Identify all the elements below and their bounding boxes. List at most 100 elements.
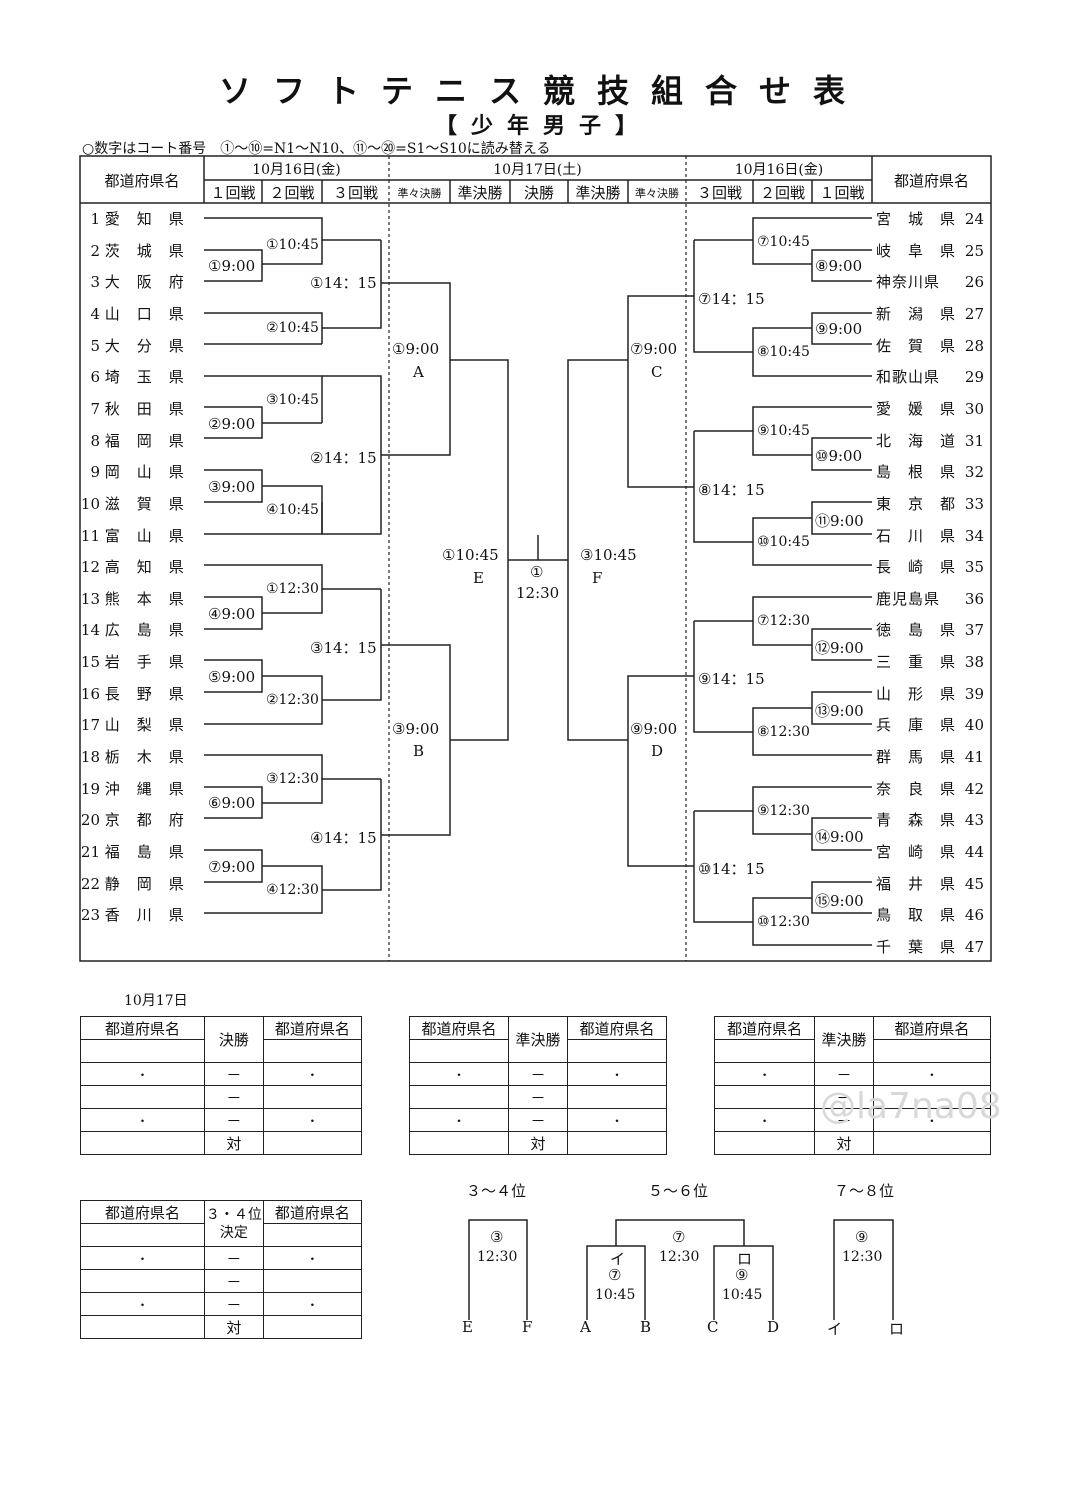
prefecture-number: 13 [80, 589, 100, 608]
score-cell[interactable]: － [814, 1108, 874, 1132]
score-cell[interactable]: － [508, 1085, 568, 1109]
match-label: ⑩12:30 [757, 914, 810, 930]
score-cell[interactable]: － [814, 1062, 874, 1086]
score-cell[interactable]: ・ [409, 1062, 509, 1086]
placement-label: イ [827, 1320, 843, 1338]
score-cell[interactable]: ・ [79, 1108, 206, 1132]
table-header: 準決勝 [508, 1016, 568, 1063]
score-cell[interactable]: ・ [262, 1246, 363, 1270]
score-cell[interactable]: － [204, 1269, 264, 1293]
header-qf-left: 準々決勝 [397, 187, 442, 200]
score-cell[interactable]: ・ [79, 1062, 206, 1086]
match-label: ⑦12:30 [757, 613, 810, 629]
score-cell[interactable]: ・ [262, 1292, 363, 1316]
score-cell[interactable]: ・ [567, 1108, 667, 1132]
prefecture-number: 47 [964, 937, 984, 956]
score-cell[interactable]: ・ [79, 1246, 206, 1270]
score-cell[interactable]: － [204, 1062, 264, 1086]
score-cell[interactable]: ・ [713, 1062, 816, 1086]
prefecture-name: 福 井 県 [876, 874, 957, 893]
score-cell[interactable]: ・ [79, 1292, 206, 1316]
score-cell[interactable]: － [814, 1085, 874, 1109]
table-header: 都道府県名 [409, 1016, 509, 1040]
prefecture-number: 15 [80, 653, 100, 672]
score-cell[interactable]: ・ [567, 1062, 667, 1086]
prefecture-name: 奈 良 県 [876, 779, 957, 798]
match-label: F [592, 569, 603, 587]
header-final: 決勝 [523, 184, 554, 202]
placement-label: ロ [737, 1250, 753, 1268]
score-cell[interactable]: ・ [409, 1108, 509, 1132]
prefecture-name: 高 知 県 [104, 558, 185, 577]
score-cell[interactable]: － [204, 1085, 264, 1109]
match-label: ③10:45 [266, 392, 319, 408]
score-cell[interactable]: ・ [262, 1108, 363, 1132]
placement-label: A [580, 1318, 591, 1336]
prefecture-number: 34 [964, 526, 984, 545]
prefecture-number: 17 [80, 716, 100, 735]
score-cell[interactable]: － [204, 1246, 264, 1270]
prefecture-number: 10 [80, 494, 100, 513]
prefecture-number: 46 [964, 906, 984, 925]
prefecture-number: 44 [964, 843, 984, 861]
match-label: ③14：15 [310, 639, 377, 657]
prefecture-number: 19 [80, 779, 100, 798]
prefecture-number: 29 [964, 368, 984, 387]
score-cell[interactable]: ・ [262, 1062, 363, 1086]
prefecture-number: 40 [964, 716, 984, 735]
prefecture-number: 36 [964, 589, 984, 608]
match-label: ⑧10:45 [757, 344, 810, 360]
left-prefecture: 2 茨 城 県 [76, 240, 201, 261]
prefecture-name: 三 重 県 [876, 653, 957, 672]
left-prefecture: 11 富 山 県 [76, 525, 201, 546]
prefecture-number: 21 [80, 843, 100, 861]
left-prefecture: 5 大 分 県 [76, 335, 201, 356]
left-prefecture: 8 福 岡 県 [76, 430, 201, 451]
placement-label: 12:30 [659, 1249, 700, 1265]
score-cell[interactable]: ・ [872, 1062, 992, 1086]
placement-label: B [640, 1318, 652, 1336]
match-label: ③10:45 [580, 546, 637, 564]
header-sf-left: 準決勝 [457, 184, 503, 202]
placement-title: ３～４位 [466, 1182, 527, 1200]
match-label: ⑦9:00 [208, 858, 256, 876]
match-label: ①14：15 [310, 274, 377, 292]
placement-label: 10:45 [595, 1287, 636, 1303]
prefecture-number: 33 [964, 494, 984, 513]
header-r1-right: １回戦 [819, 184, 865, 202]
match-label: ⑨14：15 [698, 670, 765, 688]
table-header: ３・４位決定 [204, 1200, 264, 1247]
match-label: ⑩10:45 [757, 534, 810, 550]
table-header: 都道府県名 [713, 1016, 816, 1040]
prefecture-name: 京 都 府 [104, 811, 185, 830]
score-cell[interactable]: － [508, 1108, 568, 1132]
score-cell[interactable]: ・ [713, 1108, 816, 1132]
prefecture-number: 38 [964, 653, 984, 672]
match-label: ⑦14：15 [698, 290, 765, 308]
placement-title: ５～６位 [648, 1182, 709, 1200]
score-cell[interactable]: － [204, 1108, 264, 1132]
header-sf-right: 準決勝 [575, 184, 621, 202]
prefecture-number: 28 [964, 336, 984, 355]
table-header: 都道府県名 [262, 1200, 363, 1224]
prefecture-number: 24 [964, 210, 984, 228]
match-label: ⑭9:00 [815, 828, 864, 846]
left-prefecture: 1 愛 知 県 [76, 208, 201, 229]
table-header: 決勝 [204, 1016, 264, 1063]
match-label: ①12:30 [266, 581, 319, 597]
header-day2: 10月17日(土) [493, 162, 582, 178]
match-label: ⑬9:00 [815, 702, 864, 720]
placement-label: ⑦ [672, 1228, 686, 1246]
match-label: ⑮9:00 [815, 892, 864, 910]
score-cell[interactable]: － [204, 1292, 264, 1316]
score-cell[interactable]: － [508, 1062, 568, 1086]
prefecture-number: 7 [90, 399, 100, 418]
left-prefecture: 20 京 都 府 [76, 809, 201, 830]
